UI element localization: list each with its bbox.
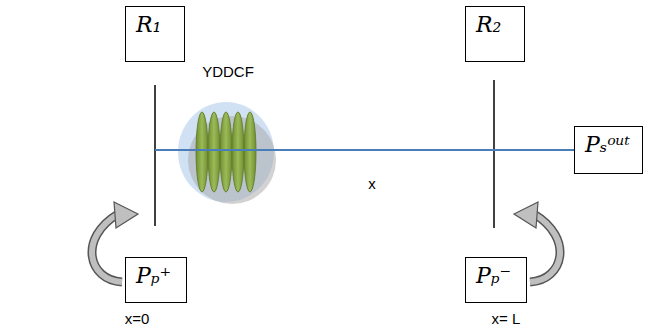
component-label: R₁ [136, 13, 174, 37]
diagram-label: YDDCF [202, 63, 254, 80]
diagram-label: x=0 [125, 310, 150, 327]
fiber-coil [178, 102, 276, 204]
component-box: R₂ [465, 6, 525, 62]
pump-arrowhead [514, 202, 538, 228]
diagram-label: x [368, 175, 376, 192]
mirror-line [493, 80, 495, 228]
component-box: Pₛᵒᵘᵗ [574, 126, 643, 174]
mirror-line [154, 85, 156, 226]
component-box: Pₚ⁻ [465, 257, 527, 303]
component-label: Pₚ⁺ [136, 264, 176, 288]
signal-arrow [155, 149, 583, 151]
component-box: Pₚ⁺ [125, 257, 187, 303]
component-label: Pₚ⁻ [476, 264, 516, 288]
component-box: R₁ [125, 6, 185, 62]
pump-arrowhead [114, 202, 138, 228]
diagram-label: x= L [492, 310, 521, 327]
component-label: Pₛᵒᵘᵗ [585, 133, 632, 157]
component-label: R₂ [476, 13, 514, 37]
